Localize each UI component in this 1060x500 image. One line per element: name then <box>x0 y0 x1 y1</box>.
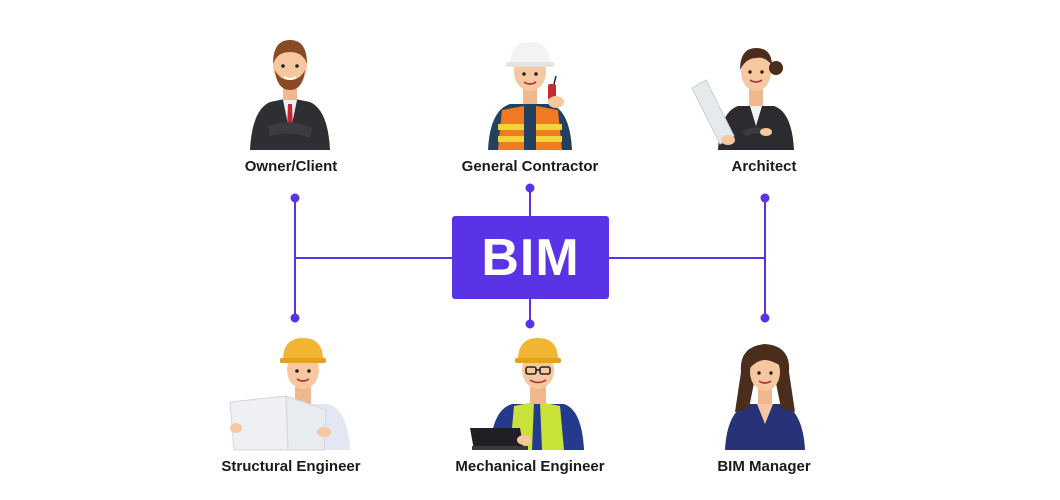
connector-dot <box>290 193 300 203</box>
bim-manager-person-icon <box>725 344 805 450</box>
owner-person-icon <box>250 40 330 150</box>
role-label-structural-engineer: Structural Engineer <box>221 458 361 475</box>
role-label-bim-manager: BIM Manager <box>717 458 811 475</box>
role-label-owner-client: Owner/Client <box>244 158 338 175</box>
role-label-general-contractor: General Contractor <box>461 158 599 175</box>
connector-dot <box>760 193 770 203</box>
bim-center-label: BIM <box>481 228 580 287</box>
structural-engineer-person-icon <box>229 338 350 451</box>
mechanical-engineer-person-icon <box>470 338 584 450</box>
contractor-person-icon <box>488 42 572 150</box>
connector-dot <box>760 313 770 323</box>
role-label-architect: Architect <box>731 158 797 175</box>
role-label-mechanical-engineer: Mechanical Engineer <box>455 458 605 475</box>
connector-dot <box>525 319 535 329</box>
bim-center-box: BIM <box>452 216 609 299</box>
architect-person-icon <box>691 48 794 150</box>
connector-dot <box>525 183 535 193</box>
connector-dot <box>290 313 300 323</box>
